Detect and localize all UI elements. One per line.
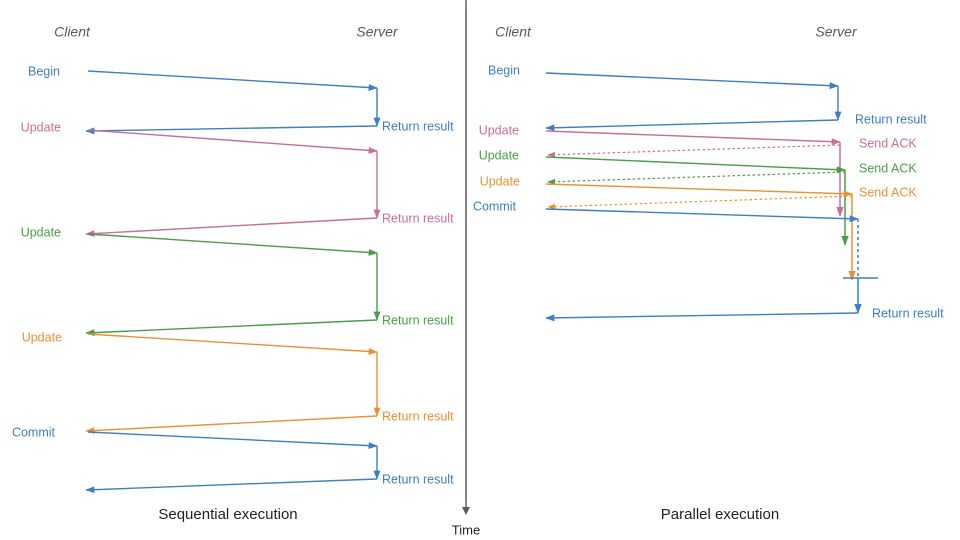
message-arrow-parallel-ret2[interactable] bbox=[545, 312, 859, 322]
message-arrow-parallel-commit[interactable] bbox=[545, 208, 859, 223]
time-axis-label: Time bbox=[452, 522, 480, 537]
time-axis-arrowhead bbox=[462, 507, 470, 515]
message-label-parallel-ret2: Return result bbox=[872, 306, 944, 320]
message-arrow-sequential-ret5[interactable] bbox=[85, 478, 378, 494]
message-arrow-parallel-ack2[interactable] bbox=[547, 171, 846, 185]
message-label-sequential-begin: Begin bbox=[28, 64, 60, 78]
message-arrow-parallel-update3[interactable] bbox=[545, 183, 853, 198]
message-label-parallel-update2: Update bbox=[479, 148, 519, 162]
actor-label-sequential-server: Server bbox=[356, 24, 399, 40]
panel-caption-sequential: Sequential execution bbox=[158, 506, 297, 523]
actor-label-parallel-server: Server bbox=[815, 24, 858, 40]
message-arrow-sequential-begin[interactable] bbox=[87, 70, 378, 91]
message-arrow-sequential-update3[interactable] bbox=[87, 333, 378, 355]
message-label-sequential-update2: Update bbox=[21, 225, 61, 239]
message-label-parallel-commit: Commit bbox=[473, 199, 517, 213]
message-arrow-parallel-ack1[interactable] bbox=[547, 144, 841, 158]
message-arrow-parallel-ack3[interactable] bbox=[547, 195, 853, 210]
message-label-parallel-ret1: Return result bbox=[855, 112, 927, 126]
message-arrow-sequential-commit[interactable] bbox=[87, 431, 378, 450]
message-label-parallel-begin: Begin bbox=[488, 63, 520, 77]
message-arrow-sequential-ret2[interactable] bbox=[85, 217, 378, 237]
message-arrow-parallel-update2[interactable] bbox=[545, 156, 846, 174]
message-arrow-parallel-update1[interactable] bbox=[545, 130, 841, 146]
message-arrow-sequential-update2[interactable] bbox=[87, 233, 378, 256]
message-label-parallel-update1: Update bbox=[479, 123, 519, 137]
message-label-parallel-ack3: Send ACK bbox=[859, 185, 917, 199]
message-label-sequential-ret3: Return result bbox=[382, 313, 454, 327]
message-label-sequential-commit: Commit bbox=[12, 425, 56, 439]
message-label-sequential-ret2: Return result bbox=[382, 211, 454, 225]
message-arrow-parallel-ret1[interactable] bbox=[545, 119, 839, 132]
message-label-parallel-update3: Update bbox=[480, 174, 520, 188]
message-arrow-sequential-ret4[interactable] bbox=[85, 415, 378, 435]
message-label-parallel-ack1: Send ACK bbox=[859, 136, 917, 150]
message-label-parallel-ack2: Send ACK bbox=[859, 161, 917, 175]
message-label-sequential-ret5: Return result bbox=[382, 472, 454, 486]
actor-label-parallel-client: Client bbox=[495, 24, 532, 40]
message-label-sequential-ret1: Return result bbox=[382, 119, 454, 133]
panel-caption-parallel: Parallel execution bbox=[661, 506, 779, 523]
message-arrow-sequential-ret1[interactable] bbox=[85, 125, 378, 135]
message-arrow-sequential-ret3[interactable] bbox=[85, 319, 378, 337]
actor-label-sequential-client: Client bbox=[54, 24, 91, 40]
message-label-sequential-update3: Update bbox=[22, 330, 62, 344]
message-arrow-sequential-update1[interactable] bbox=[87, 129, 378, 154]
message-label-sequential-update1: Update bbox=[21, 120, 61, 134]
message-label-sequential-ret4: Return result bbox=[382, 409, 454, 423]
message-arrow-parallel-begin[interactable] bbox=[545, 72, 839, 90]
